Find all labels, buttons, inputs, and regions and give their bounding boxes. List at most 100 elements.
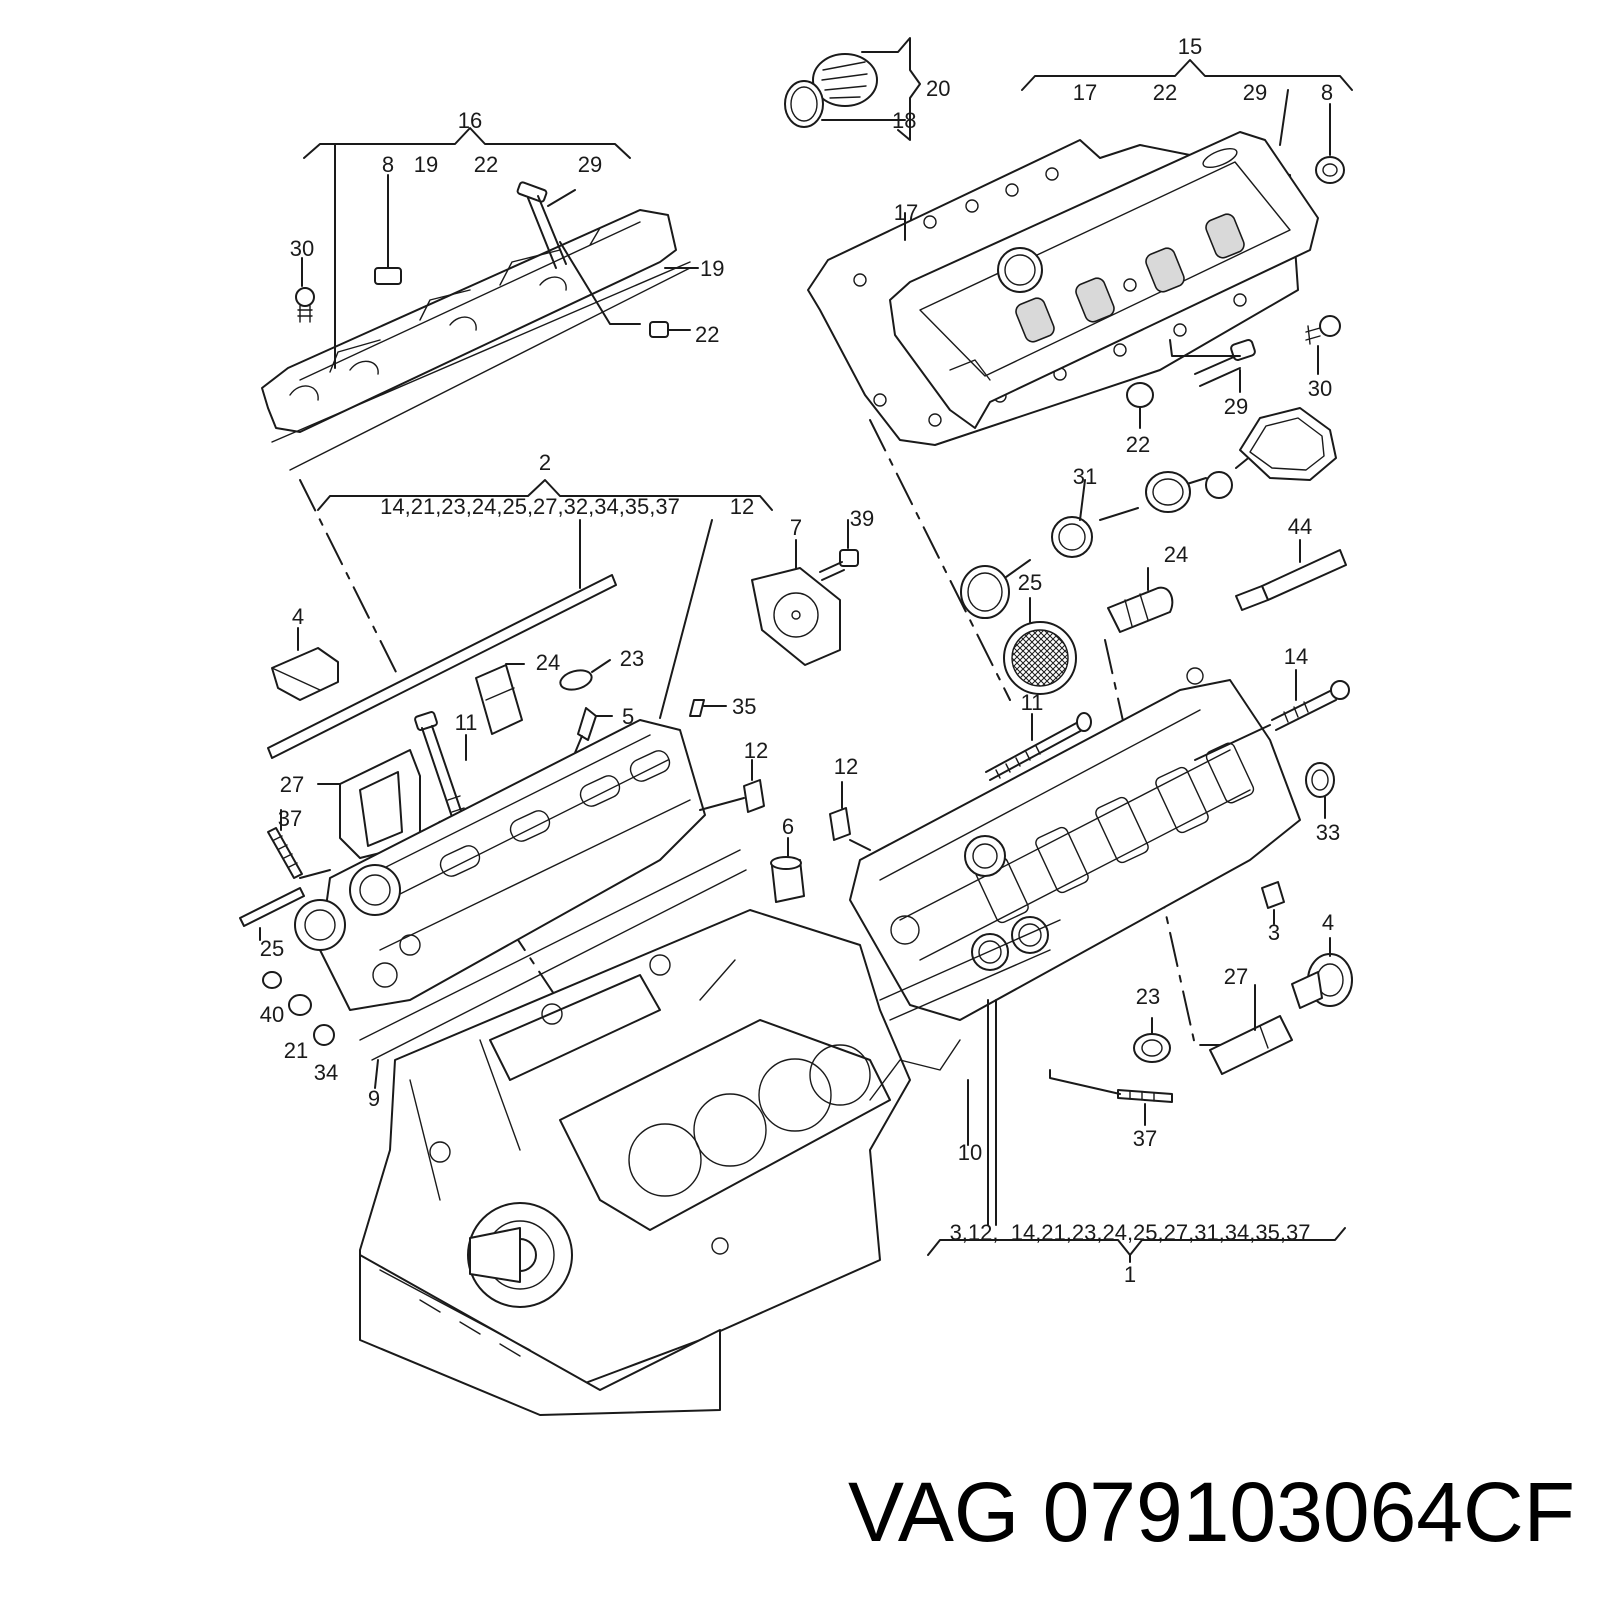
callout-15: 15	[1178, 34, 1202, 59]
nut-40	[262, 971, 282, 989]
callout-12-right: 12	[834, 754, 858, 779]
callout-30-right: 30	[1308, 376, 1332, 401]
dowel-37-left	[267, 827, 303, 879]
cap-21	[288, 994, 312, 1016]
gasket-19	[271, 261, 691, 443]
callout-25-left: 25	[260, 936, 284, 961]
callout-23-left: 23	[620, 646, 644, 671]
bracket-4-right	[1291, 953, 1353, 1009]
bracket-20	[821, 37, 921, 141]
callout-14: 14	[1284, 644, 1308, 669]
callout-16: 16	[458, 108, 482, 133]
head-gasket-9	[359, 849, 747, 1061]
rod-25-left	[239, 887, 305, 927]
bracket-4-left	[271, 647, 339, 701]
callout-1-subs: 3,12, 14,21,23,24,25,27,31,34,35,37	[950, 1220, 1311, 1245]
left-cylinder-head	[294, 719, 706, 1011]
plug-34	[313, 1024, 335, 1046]
leader-37-left	[280, 809, 331, 879]
callout-3: 3	[1268, 920, 1280, 945]
cover-7	[751, 567, 841, 666]
leader-12-right	[841, 781, 871, 851]
stud-30-right	[1305, 315, 1341, 345]
callout-25-right: 25	[1018, 570, 1042, 595]
callout-27-right: 27	[1224, 964, 1248, 989]
part-number-label: 079103064CF	[1042, 1465, 1575, 1559]
leader-15-cover	[1279, 89, 1289, 146]
sleeve-24-left	[475, 664, 523, 735]
callout-20: 20	[926, 76, 950, 101]
filter-25-right	[1003, 621, 1077, 695]
callout-6: 6	[782, 814, 794, 839]
callout-11-left: 11	[455, 710, 478, 735]
callout-15-sub-29: 29	[1243, 80, 1267, 105]
callout-2: 2	[539, 450, 551, 475]
plug-3	[1261, 881, 1285, 909]
leader-9	[374, 1059, 379, 1089]
leader-29-right	[1169, 339, 1241, 393]
head-bolt-11-right	[985, 712, 1092, 781]
o-ring-set-31	[960, 407, 1337, 619]
sealant-tube-44	[1235, 549, 1347, 611]
callout-5: 5	[622, 704, 634, 729]
bolt-29-right	[1194, 339, 1256, 387]
leader-1-group	[987, 999, 997, 1226]
callout-9: 9	[368, 1086, 380, 1111]
callout-22-left: 22	[695, 322, 719, 347]
cam-bearing-27-left	[339, 749, 421, 859]
callout-37-right: 37	[1133, 1126, 1157, 1151]
callout-10: 10	[958, 1140, 982, 1165]
right-cylinder-head	[849, 667, 1301, 1101]
callout-21: 21	[284, 1038, 308, 1063]
part-number-caption: VAG 079103064CF	[815, 1470, 1575, 1554]
callout-30-left: 30	[290, 236, 314, 261]
dowel-37-right	[1117, 1089, 1173, 1103]
callout-12-left: 12	[744, 738, 768, 763]
seal-23-left	[559, 669, 593, 691]
callout-16-sub-29: 29	[578, 152, 602, 177]
callout-12-top: 12	[730, 494, 754, 519]
bolt-39	[819, 549, 859, 581]
leader-23-left	[591, 659, 611, 673]
callout-24-right: 24	[1164, 542, 1188, 567]
callout-24-left: 24	[536, 650, 560, 675]
bolt-29-left	[516, 181, 567, 269]
brand-label: VAG	[848, 1465, 1020, 1559]
callout-40: 40	[260, 1002, 284, 1027]
leader-12-top	[659, 519, 713, 719]
plug-8-right	[1315, 156, 1345, 184]
callout-27-left: 27	[280, 772, 304, 797]
leader-31	[1079, 479, 1086, 521]
callout-16-sub-8: 8	[382, 152, 394, 177]
callout-23-right: 23	[1136, 984, 1160, 1009]
callout-4-right: 4	[1322, 910, 1334, 935]
spring-pin-35	[689, 699, 705, 717]
leader-29-left	[547, 189, 641, 325]
callout-37-left: 37	[278, 806, 302, 831]
callout-17: 17	[894, 200, 918, 225]
bracket-2	[317, 479, 773, 511]
callout-19: 19	[700, 256, 724, 281]
centerline-right	[869, 419, 1011, 701]
leader-37-right	[1049, 1069, 1146, 1126]
callout-16-sub-19: 19	[414, 152, 438, 177]
callout-22-right: 22	[1126, 432, 1150, 457]
right-valve-cover	[889, 131, 1319, 429]
seal-33	[1305, 762, 1335, 798]
cam-bearing-27-right	[1209, 1015, 1293, 1075]
bolt-14	[1271, 680, 1350, 731]
callout-15-sub-17: 17	[1073, 80, 1097, 105]
callout-15-sub-22: 22	[1153, 80, 1177, 105]
callout-31: 31	[1073, 464, 1097, 489]
callout-16-sub-22: 22	[474, 152, 498, 177]
leader-16-19	[334, 143, 699, 369]
callout-34: 34	[314, 1060, 338, 1085]
callout-39: 39	[850, 506, 874, 531]
bracket-15	[1021, 59, 1353, 91]
guide-6	[770, 856, 805, 903]
callout-33: 33	[1316, 820, 1340, 845]
centerline-left	[299, 479, 401, 681]
